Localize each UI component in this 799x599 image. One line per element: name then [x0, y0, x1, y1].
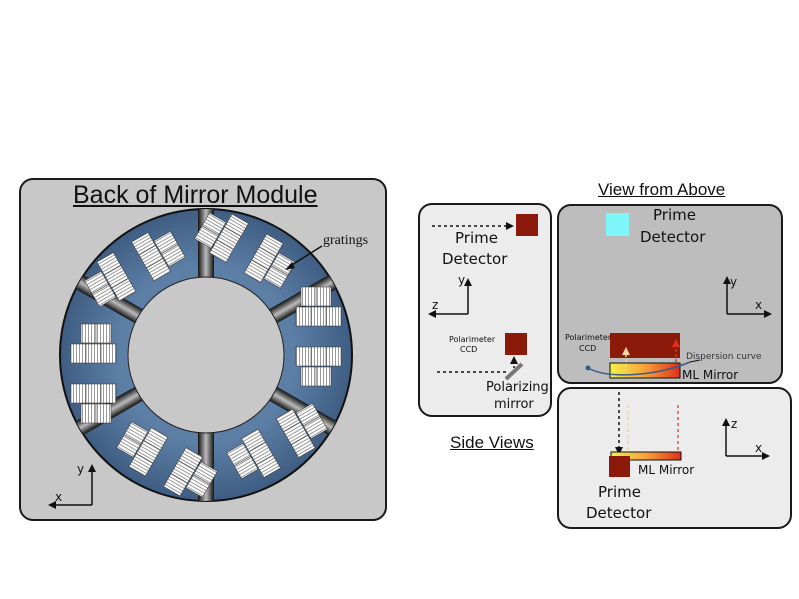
above-prime-detector [606, 213, 629, 236]
side-polarimeter-line1: Polarimeter [449, 335, 496, 344]
back-axis-x-label: x [55, 490, 63, 504]
above-ml-mirror-label: ML Mirror [682, 368, 739, 382]
side-views-title: Side Views [450, 433, 534, 452]
dispersion-curve [587, 361, 691, 376]
grating-tile [209, 239, 234, 263]
grating-tile [100, 383, 117, 404]
above-axis-y: y [730, 275, 738, 289]
lower-ml-mirror-label: ML Mirror [638, 463, 695, 477]
lower-prime-line2: Detector [586, 504, 652, 522]
grating-tile [146, 258, 171, 282]
grating-tile [143, 427, 169, 451]
dispersion-curve-label: Dispersion curve [686, 352, 762, 362]
above-axis-x: x [755, 298, 763, 312]
view-above-title: View from Above [598, 180, 726, 199]
grating-tile [91, 283, 117, 308]
grating-tile [178, 447, 203, 471]
grating-tile [263, 265, 289, 289]
grating-tiles [70, 212, 342, 498]
grating-tile [194, 225, 219, 249]
lower-prime-line1: Prime [598, 483, 641, 501]
side-axis-z: z [432, 298, 439, 312]
mirror-inner-hole [127, 276, 285, 434]
gratings-pointer [289, 245, 323, 267]
side-axis-y: y [458, 273, 466, 287]
side-polarizing-line1: Polarizing [486, 380, 549, 395]
gratings-label: gratings [323, 233, 369, 248]
grating-tile [161, 243, 186, 268]
side-prime-line2: Detector [442, 250, 508, 268]
lower-axis-x: x [755, 441, 763, 455]
grating-tile [243, 259, 269, 283]
grating-tile [123, 421, 149, 445]
side-polarimeter-line2: CCD [460, 345, 478, 354]
side-polarizing-line2: mirror [494, 397, 534, 412]
grating-tile [295, 402, 321, 427]
grating-tile [295, 306, 312, 327]
grating-tile [100, 343, 117, 364]
side-polarizing-mirror [504, 362, 524, 381]
above-polarimeter-ccd [610, 333, 680, 358]
grating-tile [226, 442, 251, 467]
grating-tile [241, 428, 266, 452]
side-view-panel [418, 203, 552, 417]
side-prime-line1: Prime [455, 229, 498, 247]
grating-tile [111, 278, 137, 302]
above-prime-line1: Prime [653, 206, 696, 224]
grating-tile [95, 323, 112, 344]
grating-tile [275, 408, 301, 432]
grating-tile [193, 461, 218, 485]
above-polarimeter-line2: CCD [579, 344, 597, 353]
grating-tile [295, 346, 312, 367]
back-axis-y-label: y [77, 462, 85, 476]
above-polarimeter-line1: Polarimeter [565, 333, 612, 342]
side-prime-detector [516, 214, 538, 236]
lower-prime-detector [609, 456, 630, 477]
grating-tile [95, 403, 112, 424]
back-module-title: Back of Mirror Module [73, 181, 318, 209]
grating-tile [300, 366, 317, 387]
above-prime-line2: Detector [640, 228, 706, 246]
side-polarimeter-ccd [505, 333, 527, 355]
grating-tile [300, 286, 317, 307]
lower-axis-z: z [731, 417, 738, 431]
